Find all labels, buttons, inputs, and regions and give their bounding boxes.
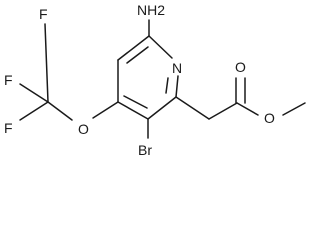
bond-o-methyl (282, 102, 306, 116)
bond-c2-ch2 (175, 96, 210, 120)
bond-n1-c2-inner (165, 77, 169, 94)
ether-oxygen-label: O (78, 121, 89, 137)
fluorine-top-label: F (39, 6, 48, 22)
bond-c5-c6 (117, 35, 150, 61)
bond-c2-c3 (147, 96, 177, 120)
bond-c3-c4-inner (123, 95, 148, 109)
bond-carbonyl-o-ester (236, 102, 259, 116)
substituent-bonds (19, 19, 306, 139)
bond-c4-o (92, 101, 119, 119)
bromine-label: Br (138, 142, 152, 158)
atom-labels: NH2 N O O O Br F F F (4, 2, 275, 158)
fluorine-bottom-label: F (4, 120, 13, 136)
amine-label: NH2 (137, 2, 165, 18)
fluorine-left-label: F (4, 72, 13, 88)
ring-nitrogen-label: N (172, 60, 182, 76)
bond-cf3-f-top (44, 23, 49, 103)
bond-ch2-carbonyl (208, 102, 238, 120)
ester-oxygen-label: O (264, 110, 275, 126)
bond-o-cf3 (47, 101, 73, 121)
pyridine-ring (117, 35, 179, 120)
carbonyl-oxygen-label: O (235, 59, 246, 75)
bond-c5-c6-inner (126, 46, 149, 64)
bond-c3-c4 (117, 101, 149, 120)
bond-n1-c2 (175, 75, 179, 98)
bond-cf3-f-left (19, 83, 49, 103)
chemical-structure: NH2 N O O O Br F F F (4, 2, 306, 158)
bond-c6-n1 (148, 35, 173, 59)
bond-cf3-f-bottom (19, 101, 49, 121)
